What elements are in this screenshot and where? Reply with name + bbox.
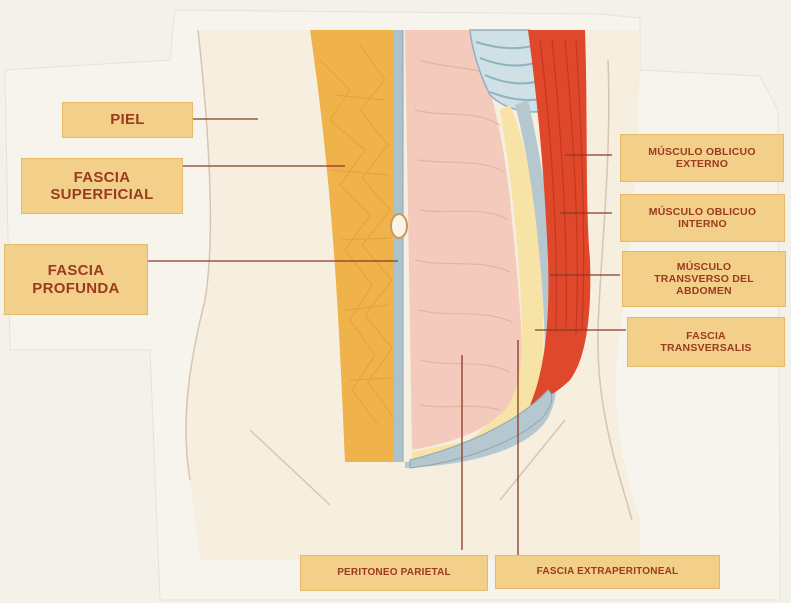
label-fascia-extraperitoneal: FASCIA EXTRAPERITONEAL [495,555,720,589]
label-piel: PIEL [62,102,193,138]
umbilicus [391,214,407,238]
label-fascia-superficial: FASCIA SUPERFICIAL [21,158,183,214]
label-musculo-oblicuo-externo: MÚSCULO OBLICUO EXTERNO [620,134,784,182]
label-fascia-profunda: FASCIA PROFUNDA [4,244,148,315]
label-musculo-transverso: MÚSCULO TRANSVERSO DEL ABDOMEN [622,251,786,307]
label-fascia-transversalis: FASCIA TRANSVERSALIS [627,317,785,367]
label-musculo-oblicuo-interno: MÚSCULO OBLICUO INTERNO [620,194,785,242]
label-peritoneo-parietal: PERITONEO PARIETAL [300,555,488,591]
